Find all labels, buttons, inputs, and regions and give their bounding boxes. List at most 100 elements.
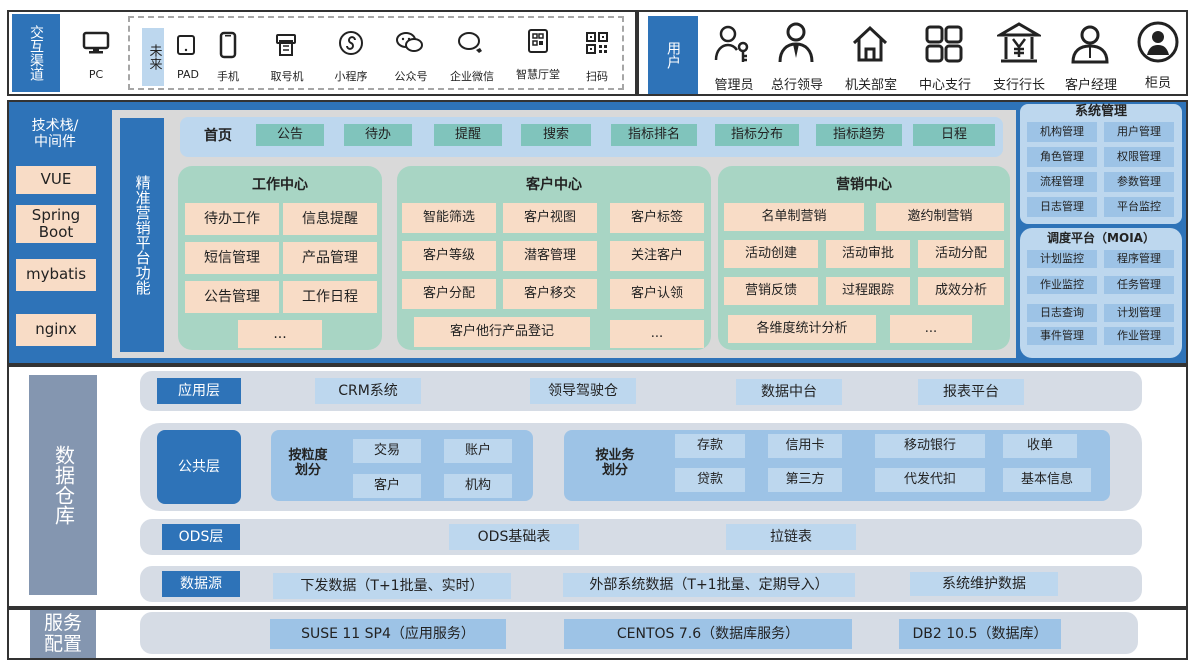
sched-item-plan-monitor: 计划监控	[1027, 250, 1097, 268]
business-item-loan: 贷款	[675, 468, 745, 492]
sys-item-log: 日志管理	[1027, 197, 1097, 217]
top-bar-distribution: 指标分布	[715, 124, 799, 146]
top-bar-todo: 待办	[344, 124, 412, 146]
channel-label-ticket: 取号机	[270, 70, 304, 83]
channel-label-mobile: 手机	[217, 70, 239, 83]
app-item-report: 报表平台	[918, 379, 1024, 405]
work-item-more: ...	[238, 320, 322, 348]
user-label-account-manager: 客户经理	[1064, 78, 1117, 93]
marketing-item-list: 名单制营销	[724, 203, 864, 231]
business-item-acquiring: 收单	[1003, 434, 1077, 458]
warehouse-title: 数据仓库	[29, 375, 97, 595]
user-label-branch-head: 支行行长	[992, 78, 1045, 93]
sched-item-job: 作业管理	[1104, 327, 1174, 345]
ods-item-zipper: 拉链表	[726, 524, 856, 550]
tech-item-mybatis: mybatis	[16, 259, 96, 291]
source-item-external: 外部系统数据（T+1批量、定期导入）	[563, 573, 855, 597]
leader-icon	[774, 20, 818, 66]
customer-item-claim: 客户认领	[610, 279, 704, 309]
top-bar-trend: 指标趋势	[816, 124, 902, 146]
sys-item-param: 参数管理	[1104, 172, 1174, 192]
channel-label-miniprogram: 小程序	[334, 70, 368, 83]
admin-icon	[712, 22, 756, 66]
business-label: 按业务划分	[595, 448, 635, 478]
tech-title: 技术栈/中间件	[31, 117, 79, 150]
top-bar-search: 搜索	[521, 124, 591, 146]
teller-icon	[1136, 20, 1180, 64]
mobile-phone-icon	[215, 28, 241, 62]
tablet-icon	[174, 30, 198, 60]
service-item-db2: DB2 10.5（数据库）	[899, 619, 1061, 649]
sched-item-log-query: 日志查询	[1027, 304, 1097, 322]
channels-panel	[7, 10, 637, 96]
top-bar-home: 首页	[204, 127, 232, 144]
channel-label-wecom: 企业微信	[450, 70, 494, 83]
sched-item-job-monitor: 作业监控	[1027, 276, 1097, 294]
customer-item-level: 客户等级	[402, 241, 496, 271]
ticket-machine-icon	[271, 30, 301, 60]
business-item-deposit: 存款	[675, 434, 745, 458]
future-label: 未来	[142, 28, 164, 86]
sys-item-org: 机构管理	[1027, 122, 1097, 142]
warehouse-panel	[7, 365, 1188, 608]
center-branch-icon	[922, 22, 966, 66]
marketing-item-more: ...	[890, 315, 972, 343]
customer-item-tag: 客户标签	[610, 203, 704, 233]
customer-item-assign: 客户分配	[402, 279, 496, 309]
channel-label-pad: PAD	[177, 68, 199, 81]
work-item-todo: 待办工作	[185, 203, 279, 235]
sched-item-plan: 计划管理	[1104, 304, 1174, 322]
marketing-item-tracking: 过程跟踪	[826, 277, 910, 305]
ods-layer-label: ODS层	[162, 524, 240, 550]
sched-item-task: 任务管理	[1104, 276, 1174, 294]
customer-item-more: ...	[610, 320, 704, 348]
marketing-center-title: 营销中心	[836, 176, 892, 193]
work-item-message: 信息提醒	[283, 203, 377, 235]
tech-item-nginx: nginx	[16, 314, 96, 346]
marketing-item-invite: 邀约制营销	[876, 203, 1004, 231]
work-center-title: 工作中心	[252, 176, 308, 193]
app-item-datacenter: 数据中台	[736, 379, 842, 405]
marketing-item-create: 活动创建	[724, 240, 818, 268]
sys-item-user: 用户管理	[1104, 122, 1174, 142]
granularity-label: 按粒度划分	[288, 448, 328, 478]
source-item-maintenance: 系统维护数据	[910, 572, 1058, 596]
business-item-payroll: 代发代扣	[875, 468, 985, 492]
top-bar-notice: 公告	[256, 124, 324, 146]
pc-icon	[80, 28, 112, 58]
sched-item-event: 事件管理	[1027, 327, 1097, 345]
sys-item-role: 角色管理	[1027, 147, 1097, 167]
user-label-leader: 总行领导	[770, 78, 823, 93]
sys-item-permission: 权限管理	[1104, 147, 1174, 167]
ods-layer-bar	[140, 519, 1142, 555]
app-item-cockpit: 领导驾驶仓	[530, 378, 636, 404]
wechat-icon	[394, 28, 426, 58]
mini-program-icon	[336, 28, 366, 58]
top-bar-ranking: 指标排名	[611, 124, 697, 146]
department-icon	[848, 22, 892, 66]
user-label-admin: 管理员	[714, 78, 754, 93]
marketing-item-feedback: 营销反馈	[724, 277, 818, 305]
customer-item-prospect: 潜客管理	[503, 241, 597, 271]
channel-label-smarthall: 智慧厅堂	[516, 68, 560, 81]
top-bar-remind: 提醒	[434, 124, 502, 146]
source-item-issued: 下发数据（T+1批量、实时）	[273, 573, 511, 599]
users-title: 用户	[648, 16, 698, 94]
future-channels-box	[128, 16, 624, 90]
service-panel	[7, 608, 1188, 660]
account-manager-icon	[1068, 22, 1112, 66]
bank-yuan-icon	[996, 20, 1042, 66]
customer-item-smart-filter: 智能筛选	[402, 203, 496, 233]
platform-title: 精准营销平台功能	[120, 118, 164, 352]
ods-item-base: ODS基础表	[449, 524, 579, 550]
business-item-mobile-bank: 移动银行	[875, 434, 985, 458]
business-item-basic-info: 基本信息	[1003, 468, 1091, 492]
granularity-item-org: 机构	[444, 474, 512, 498]
sys-item-process: 流程管理	[1027, 172, 1097, 192]
service-item-centos: CENTOS 7.6（数据库服务）	[564, 619, 852, 649]
system-mgmt-title: 系统管理	[1074, 103, 1127, 119]
business-item-credit-card: 信用卡	[768, 434, 842, 458]
tech-item-vue: VUE	[16, 166, 96, 194]
channels-title: 交互渠道	[12, 14, 60, 92]
granularity-item-account: 账户	[444, 439, 512, 463]
